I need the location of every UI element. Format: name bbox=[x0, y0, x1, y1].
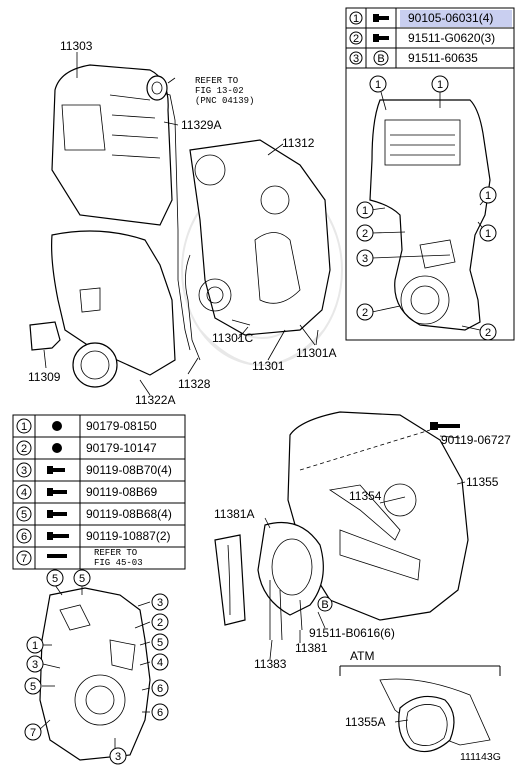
svg-text:5: 5 bbox=[21, 509, 27, 521]
refer-note-45-03: REFER TO bbox=[94, 548, 137, 558]
svg-text:1: 1 bbox=[437, 79, 443, 91]
label-11303[interactable]: 11303 bbox=[60, 39, 93, 53]
part-number-91511-g0620[interactable]: 91511-G0620(3) bbox=[408, 31, 495, 45]
svg-text:B: B bbox=[321, 599, 328, 611]
part-number-90179-08150[interactable]: 90179-08150 bbox=[86, 419, 157, 433]
svg-text:B: B bbox=[377, 53, 384, 65]
svg-text:2: 2 bbox=[485, 327, 491, 339]
label-11355[interactable]: 11355 bbox=[466, 475, 499, 489]
svg-text:FIG 45-03: FIG 45-03 bbox=[94, 558, 143, 568]
label-11328[interactable]: 11328 bbox=[178, 377, 211, 391]
bolt-icon bbox=[47, 466, 65, 474]
stud-icon bbox=[47, 554, 67, 558]
svg-text:REFER TO: REFER TO bbox=[195, 76, 238, 86]
part-number-90105[interactable]: 90105-06031(4) bbox=[408, 11, 493, 25]
nut-icon bbox=[52, 443, 62, 453]
label-11301[interactable]: 11301 bbox=[252, 359, 285, 373]
label-11383[interactable]: 11383 bbox=[254, 657, 287, 671]
svg-text:3: 3 bbox=[362, 253, 368, 265]
svg-text:6: 6 bbox=[21, 531, 27, 543]
label-11309[interactable]: 11309 bbox=[28, 370, 61, 384]
inset-top-right: 1 1 1 2 3 2 2 1 1 bbox=[345, 67, 515, 341]
part-number-90119-10887[interactable]: 90119-10887(2) bbox=[86, 529, 171, 543]
bolt-90119-06727-icon bbox=[430, 422, 460, 430]
svg-text:2: 2 bbox=[157, 617, 163, 629]
svg-text:5: 5 bbox=[30, 681, 36, 693]
row-1-index: 1 bbox=[353, 13, 359, 25]
highlight-row bbox=[400, 10, 512, 27]
b-symbol-icon bbox=[317, 596, 333, 612]
nut-icon bbox=[52, 421, 62, 431]
atm-label: ATM bbox=[350, 649, 374, 663]
row-3-index: 3 bbox=[353, 53, 359, 65]
label-11329a[interactable]: 11329A bbox=[181, 118, 221, 132]
timing-cover-middle bbox=[189, 139, 331, 346]
bolt-icon bbox=[47, 510, 67, 518]
svg-text:1: 1 bbox=[375, 79, 381, 91]
bolt-icon bbox=[47, 532, 69, 540]
svg-text:6: 6 bbox=[157, 683, 163, 695]
label-11322a[interactable]: 11322A bbox=[135, 393, 175, 407]
label-11381[interactable]: 11381 bbox=[295, 641, 328, 655]
part-number-90119-08b69[interactable]: 90119-08B69 bbox=[86, 485, 158, 499]
svg-text:5: 5 bbox=[157, 637, 163, 649]
svg-text:FIG 13-02: FIG 13-02 bbox=[195, 86, 244, 96]
bolt-icon bbox=[373, 14, 389, 22]
svg-text:6: 6 bbox=[157, 707, 163, 719]
gasket-11354 bbox=[328, 484, 401, 541]
label-11301a[interactable]: 11301A bbox=[296, 346, 336, 360]
svg-text:(PNC 04139): (PNC 04139) bbox=[195, 96, 254, 106]
refer-note-13-02: REFER TO FIG 13-02 (PNC 04139) bbox=[195, 76, 254, 106]
left-bolt-table: 1 2 3 4 5 6 7 90179-08150 90179-10147 90… bbox=[12, 414, 186, 570]
top-bolt-table: 1 2 3 B 90105-06031(4) 91511-G0620(3) 91… bbox=[345, 7, 515, 69]
svg-text:2: 2 bbox=[362, 307, 368, 319]
bolt-icon bbox=[373, 34, 389, 42]
svg-text:1: 1 bbox=[362, 205, 368, 217]
svg-text:1: 1 bbox=[32, 640, 38, 652]
svg-text:3: 3 bbox=[115, 751, 121, 763]
svg-text:2: 2 bbox=[21, 443, 27, 455]
label-11354[interactable]: 11354 bbox=[349, 489, 382, 503]
gasket-11355a bbox=[398, 695, 455, 753]
svg-text:3: 3 bbox=[32, 659, 38, 671]
part-number-90179-10147[interactable]: 90179-10147 bbox=[86, 441, 157, 455]
figure-id: 111143G bbox=[460, 751, 501, 763]
svg-text:3: 3 bbox=[21, 465, 27, 477]
svg-text:1: 1 bbox=[485, 190, 491, 202]
b-symbol-icon bbox=[373, 50, 389, 66]
svg-text:4: 4 bbox=[157, 657, 163, 669]
label-91511-b0616[interactable]: 91511-B0616(6) bbox=[309, 626, 395, 640]
label-11381a[interactable]: 11381A bbox=[214, 507, 254, 521]
svg-text:5: 5 bbox=[79, 573, 85, 585]
svg-text:4: 4 bbox=[21, 487, 27, 499]
part-number-90119-08b70[interactable]: 90119-08B70(4) bbox=[86, 463, 172, 477]
svg-text:1: 1 bbox=[485, 228, 491, 240]
part-number-90119-08b68[interactable]: 90119-08B68(4) bbox=[86, 507, 172, 521]
label-90119-06727[interactable]: 90119-06727 bbox=[441, 433, 511, 447]
label-11301c[interactable]: 11301C bbox=[212, 331, 253, 345]
engine-plate-assembly: B bbox=[214, 411, 469, 660]
svg-text:7: 7 bbox=[21, 553, 27, 565]
part-number-91511-60635[interactable]: 91511-60635 bbox=[408, 51, 478, 65]
svg-text:7: 7 bbox=[30, 727, 36, 739]
inset-lower-left: 5 5 1 3 5 7 3 2 5 4 6 6 3 bbox=[24, 569, 169, 765]
svg-text:5: 5 bbox=[52, 573, 58, 585]
svg-text:1: 1 bbox=[21, 421, 27, 433]
timing-cover-upper bbox=[29, 64, 201, 388]
leader-lines-upper bbox=[43, 52, 319, 396]
label-11355a[interactable]: 11355A bbox=[345, 715, 385, 729]
svg-text:3: 3 bbox=[157, 597, 163, 609]
bolt-icon bbox=[47, 488, 67, 496]
atm-inset: ATM bbox=[339, 649, 501, 753]
label-11312[interactable]: 11312 bbox=[282, 136, 315, 150]
row-2-index: 2 bbox=[353, 33, 359, 45]
svg-text:2: 2 bbox=[362, 228, 368, 240]
